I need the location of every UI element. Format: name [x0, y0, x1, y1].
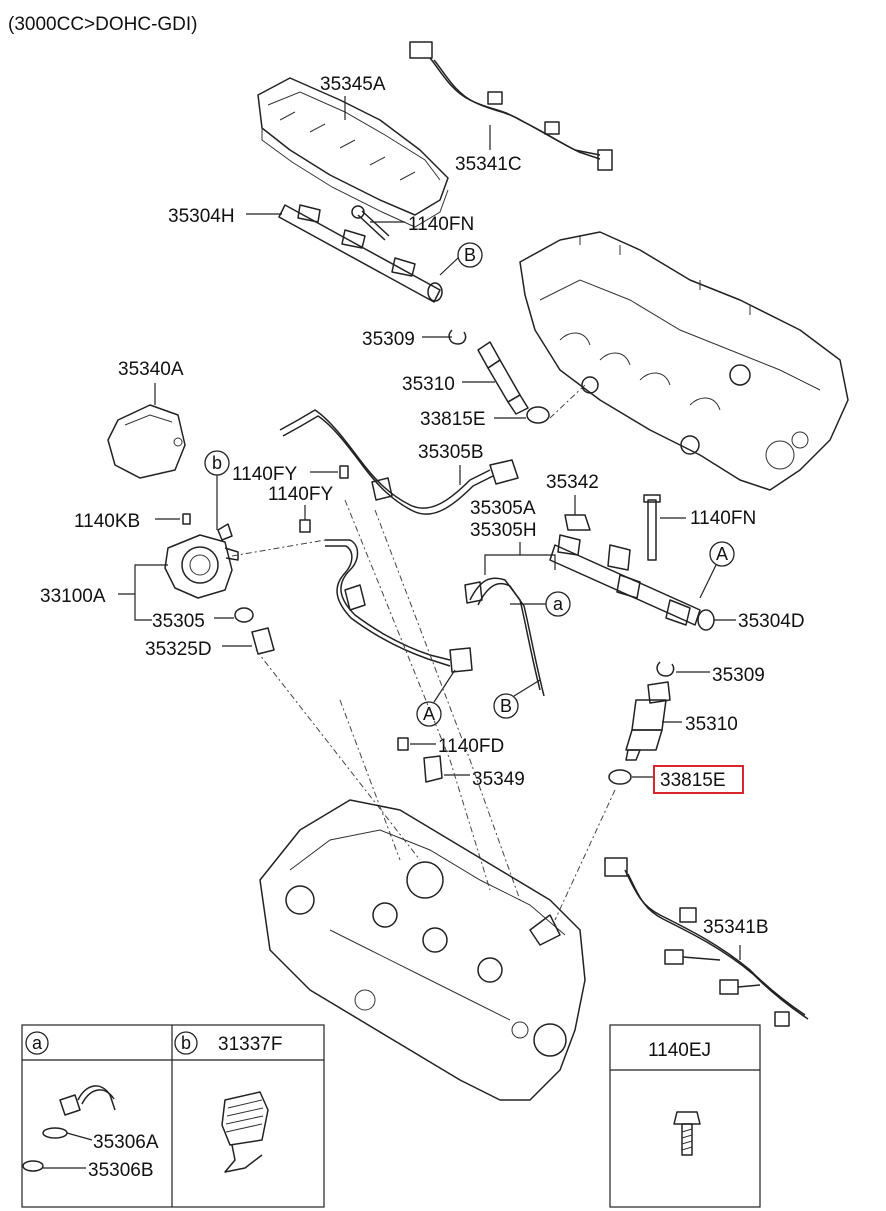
callout-b-small-left: b [204, 450, 230, 530]
part-label-33815e-left[interactable]: 33815E [420, 409, 486, 430]
engine-cover-drawing [257, 77, 449, 228]
part-label-1140fy-1[interactable]: 1140FY [232, 464, 297, 485]
seal-ring-33815e-right-drawing [608, 769, 632, 785]
bracket-35349-drawing [423, 755, 443, 783]
holder-35325d-drawing [251, 627, 275, 655]
legend-key-b: b [181, 1033, 191, 1053]
part-label-33815e-right[interactable]: 33815E [660, 770, 726, 791]
part-label-1140fy-2[interactable]: 1140FY [268, 484, 333, 505]
insulator-35340a-drawing [107, 404, 186, 479]
part-label-35306b[interactable]: 35306B [88, 1160, 154, 1181]
svg-text:A: A [716, 544, 728, 564]
legend-box-ab: a b 31337F 35306A 35306B [21, 1024, 325, 1208]
part-label-35325d[interactable]: 35325D [145, 639, 212, 660]
clip-35309-left-drawing [448, 329, 467, 345]
cylinder-head-lower-drawing [259, 799, 586, 1101]
part-label-35310-left[interactable]: 35310 [402, 374, 455, 395]
cylinder-head-upper-drawing [519, 231, 849, 491]
part-label-33100a[interactable]: 33100A [40, 586, 106, 607]
part-label-35304h[interactable]: 35304H [168, 206, 235, 227]
fuel-pipe-35305b-drawing [279, 409, 519, 515]
bolt-1140kb-drawing [182, 513, 191, 525]
svg-text:a: a [553, 594, 564, 614]
oring-35305-drawing [234, 607, 254, 623]
svg-text:B: B [500, 696, 512, 716]
svg-text:B: B [464, 245, 476, 265]
part-label-35304d[interactable]: 35304D [738, 611, 805, 632]
highlight-box-33815e [653, 765, 744, 794]
wire-harness-35341c-drawing [409, 41, 613, 171]
part-label-35305b[interactable]: 35305B [418, 442, 484, 463]
part-label-35305h[interactable]: 35305H [470, 520, 537, 541]
engine-spec-title: (3000CC>DOHC-GDI) [8, 14, 198, 35]
injector-35310-right-drawing [625, 681, 671, 761]
part-label-35340a[interactable]: 35340A [118, 359, 184, 380]
part-label-1140ej[interactable]: 1140EJ [648, 1040, 711, 1061]
part-label-35306a[interactable]: 35306A [93, 1132, 159, 1153]
wire-harness-35341b-drawing [604, 857, 809, 1027]
part-label-35310-right[interactable]: 35310 [685, 714, 738, 735]
legend-box-bolt: 1140EJ [609, 1024, 761, 1208]
part-label-35309-left[interactable]: 35309 [362, 329, 415, 350]
fuel-rail-left-drawing [278, 204, 443, 303]
part-label-1140kb[interactable]: 1140KB [74, 511, 140, 532]
fuel-pipe-35305a-drawing [464, 577, 545, 697]
part-label-31337f[interactable]: 31337F [218, 1034, 282, 1055]
part-label-1140fd[interactable]: 1140FD [438, 736, 504, 757]
part-label-35309-right[interactable]: 35309 [712, 665, 765, 686]
callout-b-upper: B [439, 242, 483, 276]
callout-a-small: a [510, 591, 571, 617]
part-label-35341b[interactable]: 35341B [703, 917, 769, 938]
part-label-1140fn-top[interactable]: 1140FN [408, 214, 474, 235]
bolt-1140fy-2-drawing [299, 519, 311, 533]
clip-35309-right-drawing [656, 661, 675, 677]
part-label-35305[interactable]: 35305 [152, 611, 205, 632]
sensor-35342-drawing [564, 514, 591, 531]
bolt-1140fd-drawing [397, 737, 409, 751]
part-label-35345a[interactable]: 35345A [320, 74, 386, 95]
fuel-pipe-pump-drawing [325, 539, 473, 673]
callout-b-lower: B [493, 679, 541, 719]
part-label-35305a[interactable]: 35305A [470, 498, 536, 519]
part-label-35342[interactable]: 35342 [546, 472, 599, 493]
fuel-rail-right-drawing [549, 494, 715, 631]
part-label-1140fn-right[interactable]: 1140FN [690, 508, 756, 529]
callout-a-lower: A [416, 669, 456, 727]
bolt-1140fy-1-drawing [339, 465, 349, 479]
svg-text:b: b [212, 453, 222, 473]
legend-key-a: a [32, 1033, 43, 1053]
high-pressure-pump-drawing [164, 523, 239, 599]
part-label-35349[interactable]: 35349 [472, 769, 525, 790]
part-label-35341c[interactable]: 35341C [455, 154, 522, 175]
svg-text:A: A [423, 704, 435, 724]
callout-a-upper: A [699, 541, 735, 599]
seal-ring-33815e-left-drawing [526, 406, 550, 424]
injector-35310-left-drawing [477, 341, 529, 415]
